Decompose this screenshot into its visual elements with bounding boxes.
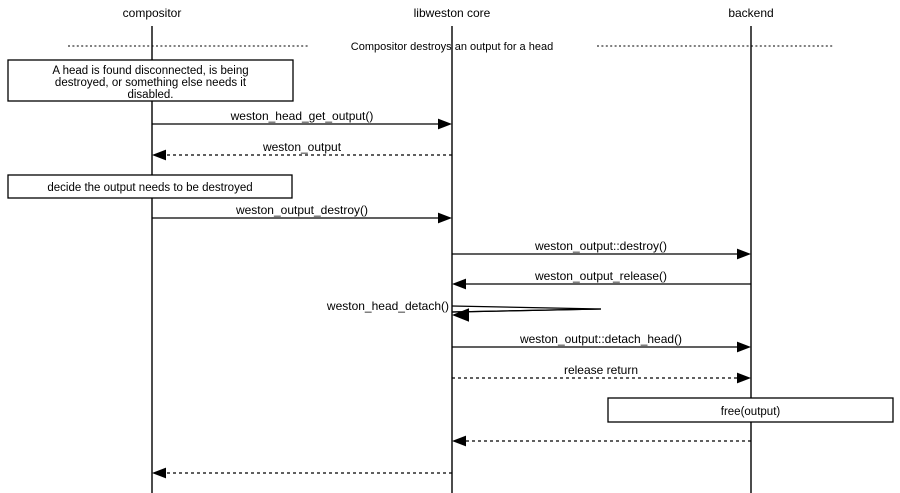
arrowhead-icon-weston-output-release [452,278,466,290]
message-label-weston-output-detach-head: weston_output::detach_head() [519,332,682,346]
arrowhead-icon-backend-return [452,435,466,447]
participant-label-backend: backend [728,6,773,20]
arrowhead-icon-weston-output-return [152,149,166,161]
message-label-weston-head-get-output: weston_head_get_output() [230,109,374,123]
participant-label-compositor: compositor [123,6,182,20]
arrowhead-icon-core-return [152,467,166,479]
arrowhead-icon-weston-output-detach-head [737,341,751,353]
note-free-output-text: free(output) [721,406,781,418]
note-head-disconnected-box [7,59,294,102]
message-label-release-return: release return [564,363,638,377]
divider-label: Compositor destroys an output for a head [351,41,553,53]
arrowhead-icon-weston-output-destroy [438,212,452,224]
message-label-weston-output-backend-destroy: weston_output::destroy() [534,239,667,253]
arrowhead-icon-weston-head-detach [452,308,469,322]
note-head-disconnected-line-1: A head is found disconnected, is being [52,65,248,77]
arrowhead-icon-release-return [737,372,751,384]
note-head-disconnected-line-3: disabled. [127,89,173,101]
message-label-weston-head-detach: weston_head_detach() [326,299,449,313]
note-free-output-box [607,397,894,423]
message-line-weston-head-detach-return [451,308,602,313]
arrowhead-icon-weston-output-backend-destroy [737,248,751,260]
arrowhead-icon-weston-head-get-output [438,118,452,130]
message-label-weston-output-return: weston_output [262,140,342,154]
participant-label-libweston-core: libweston core [414,6,491,20]
note-head-disconnected-line-2: destroyed, or something else needs it [55,77,247,89]
note-decide-destroy-box [7,174,293,199]
note-decide-destroy-text: decide the output needs to be destroyed [47,182,252,194]
message-label-weston-output-destroy: weston_output_destroy() [235,203,368,217]
message-label-weston-output-release: weston_output_release() [534,269,667,283]
